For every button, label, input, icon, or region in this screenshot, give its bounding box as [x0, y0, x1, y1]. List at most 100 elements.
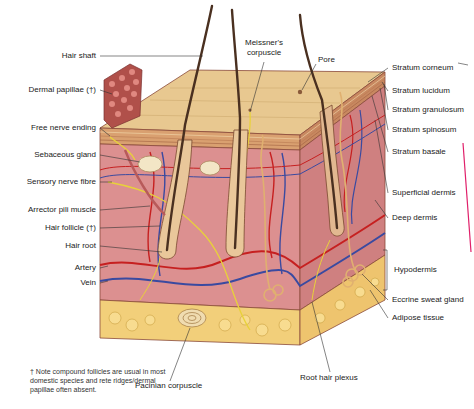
layer-label: Superficial dermis — [392, 188, 456, 198]
adipose-cells — [126, 319, 138, 331]
sweat-glands — [340, 92, 355, 270]
sweat-glands — [261, 135, 270, 290]
part-label: Arrector pili muscle — [28, 205, 96, 215]
leader-lines — [362, 274, 388, 300]
dermal-papillae — [115, 111, 121, 117]
part-label: Root hair plexus — [300, 373, 358, 383]
adipose-cells — [315, 313, 325, 323]
part-label: Vein — [80, 278, 96, 288]
layer-label: Stratum corneum — [392, 63, 453, 73]
leader-lines — [100, 155, 140, 162]
leader-lines — [368, 68, 388, 82]
leader-lines — [100, 90, 112, 94]
arrector-pili — [125, 150, 165, 215]
sweat-glands — [273, 285, 283, 295]
leader-lines — [170, 328, 190, 381]
adipose-cells — [256, 324, 268, 336]
blood-vessels — [280, 153, 285, 274]
sebaceous-gland — [138, 156, 220, 175]
sensory-nerves — [108, 112, 250, 330]
leader-lines — [375, 200, 388, 218]
root-hair-plexus — [140, 258, 160, 300]
leader-lines — [372, 96, 388, 152]
hair-follicles — [158, 140, 192, 259]
leader-lines — [100, 128, 110, 136]
top-texture — [130, 115, 320, 118]
part-label: Free nerve ending — [31, 123, 96, 133]
leader-lines — [100, 56, 203, 57]
adipose-cells — [355, 287, 365, 297]
sweat-glands — [261, 92, 365, 301]
adipose-cells — [109, 312, 121, 324]
adipose-cells — [371, 278, 379, 286]
dermal-papillae — [127, 105, 133, 111]
leader-lines — [380, 88, 388, 130]
sweat-glands — [343, 277, 353, 287]
layer-label: Stratum spinosum — [392, 125, 456, 135]
part-label: Eccrine sweat gland — [392, 295, 464, 305]
root-hair-plexus — [312, 240, 330, 300]
leader-lines — [375, 120, 388, 193]
adipose-cells — [109, 278, 379, 336]
leader-lines — [100, 246, 162, 252]
leader-lines — [100, 266, 108, 268]
pacinian-corpuscle — [178, 309, 206, 327]
dermal-papillae — [113, 91, 119, 97]
hair-shafts — [232, 10, 240, 248]
adipose-cells — [145, 315, 155, 325]
sweat-glands — [264, 289, 276, 301]
adipose-cells — [279, 319, 291, 331]
sebaceous-gland — [200, 161, 220, 175]
leader-lines — [370, 290, 388, 318]
adipose-cells — [219, 319, 231, 331]
dermal-papillae — [109, 81, 115, 87]
leader-lines — [100, 182, 112, 183]
part-label: Adipose tissue — [392, 313, 444, 323]
part-label: Meissner's corpuscle — [241, 38, 287, 58]
layer-label: Stratum lucidum — [392, 86, 450, 96]
part-label: Hair root — [65, 241, 96, 251]
blood-vessels — [100, 110, 385, 286]
layer-label: Deep dermis — [392, 213, 437, 223]
sensory-nerves — [110, 137, 135, 160]
part-label: Pacinian corpuscle — [135, 381, 202, 391]
leader-lines — [383, 250, 387, 290]
skin-block — [100, 70, 385, 345]
dermal-papillae — [104, 64, 142, 128]
blood-vessels — [269, 152, 274, 258]
annotation-stroke — [463, 143, 471, 252]
top-texture — [150, 100, 340, 103]
dermal-papillae — [124, 85, 130, 91]
top-texture — [170, 88, 360, 89]
dermal-papillae — [104, 64, 142, 128]
arrector-pili — [125, 150, 165, 215]
pacinian-corpuscle — [178, 309, 206, 327]
skin-block — [100, 300, 300, 345]
part-label: Dermal papillae (†) — [28, 85, 96, 95]
skin-block — [300, 255, 385, 345]
layer-label: Stratum basale — [392, 147, 446, 157]
part-label: Sebaceous gland — [34, 150, 96, 160]
hair-shafts — [167, 6, 212, 250]
hair-shafts — [300, 15, 337, 228]
dermal-papillae — [129, 69, 135, 75]
leader-lines — [458, 63, 468, 65]
part-label: Pore — [318, 55, 335, 65]
dermal-papillae — [109, 101, 115, 107]
part-label: Artery — [75, 263, 96, 273]
annotation-stroke — [463, 143, 471, 252]
part-label: Hair shaft — [62, 51, 96, 61]
leader-lines — [100, 56, 468, 381]
dermal-papillae — [119, 75, 125, 81]
adipose-cells — [335, 300, 345, 310]
layer-label: Hypodermis — [394, 265, 437, 275]
part-label: Sensory nerve fibre — [27, 177, 96, 187]
hair-shafts — [167, 6, 337, 250]
layer-label: Stratum granulosum — [392, 105, 464, 115]
leader-lines — [100, 281, 108, 283]
pacinian-corpuscle — [188, 316, 196, 321]
dermal-papillae — [131, 91, 137, 97]
root-hair-plexus — [140, 240, 330, 300]
leader-lines — [312, 302, 330, 372]
